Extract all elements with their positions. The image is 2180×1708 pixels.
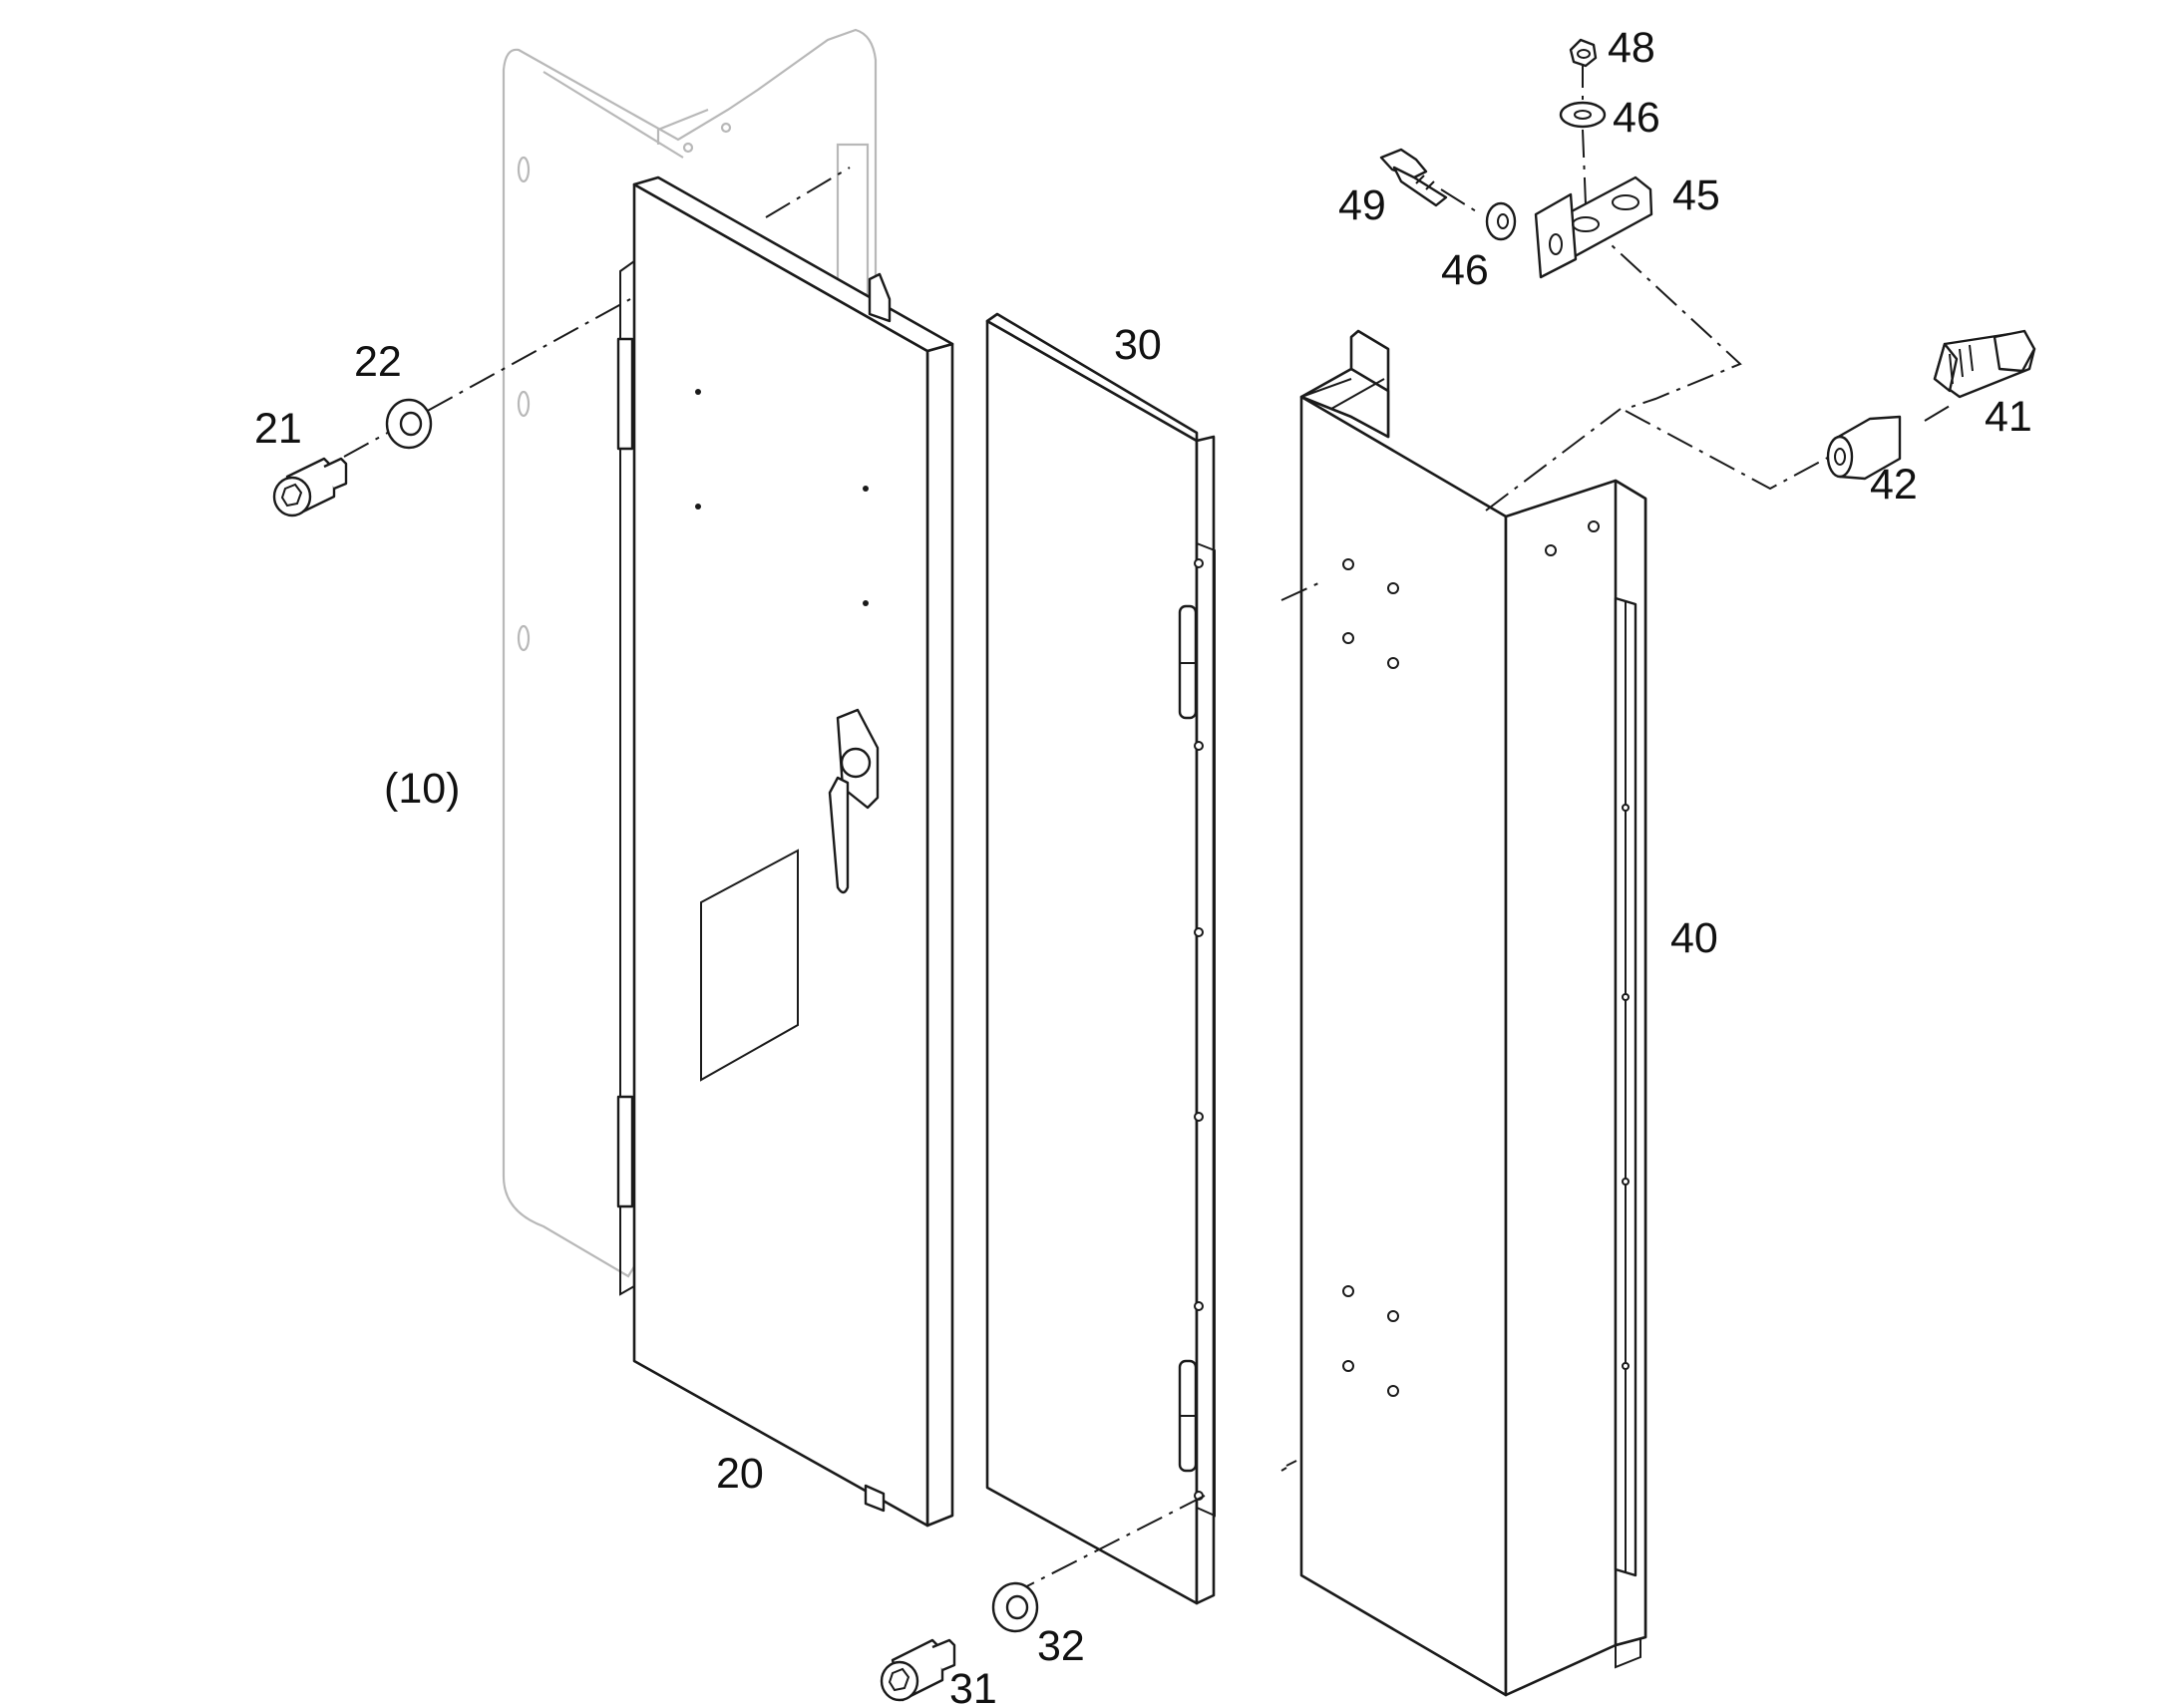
- cap-screw-31: [880, 1638, 956, 1702]
- label-21: 21: [254, 405, 302, 453]
- label-22: 22: [354, 338, 402, 386]
- washer-22: [385, 398, 433, 450]
- label-10: (10): [384, 765, 460, 813]
- label-46-top: 46: [1613, 94, 1660, 142]
- washer-32: [991, 1581, 1039, 1633]
- label-40: 40: [1670, 914, 1718, 962]
- hex-nut-48: [1569, 38, 1598, 68]
- washer-46-top: [1559, 101, 1607, 129]
- label-48: 48: [1608, 24, 1655, 72]
- label-32: 32: [1037, 1622, 1085, 1670]
- label-45: 45: [1672, 171, 1720, 219]
- inner-panel: [985, 312, 1216, 1605]
- hex-bolt-41: [1933, 329, 2036, 399]
- hex-bolt-49: [1379, 148, 1448, 207]
- part-labels: (10) 20 21 22 30 31 32 40 41 42 45 46 46…: [254, 24, 2032, 1708]
- cabinet-channel: [1299, 329, 1647, 1697]
- label-41: 41: [1985, 393, 2032, 441]
- cabinet-door: [616, 175, 954, 1528]
- cap-screw-21: [272, 457, 348, 517]
- label-42: 42: [1870, 461, 1918, 509]
- label-30: 30: [1114, 321, 1162, 369]
- washer-46-side: [1485, 201, 1517, 241]
- ghost-mounting-panel: [502, 28, 878, 1278]
- label-46-side: 46: [1441, 246, 1489, 294]
- label-31: 31: [949, 1665, 997, 1708]
- label-20: 20: [716, 1450, 764, 1498]
- label-49: 49: [1338, 181, 1386, 229]
- angle-bracket-45: [1534, 175, 1653, 279]
- spacer-42: [1826, 415, 1902, 481]
